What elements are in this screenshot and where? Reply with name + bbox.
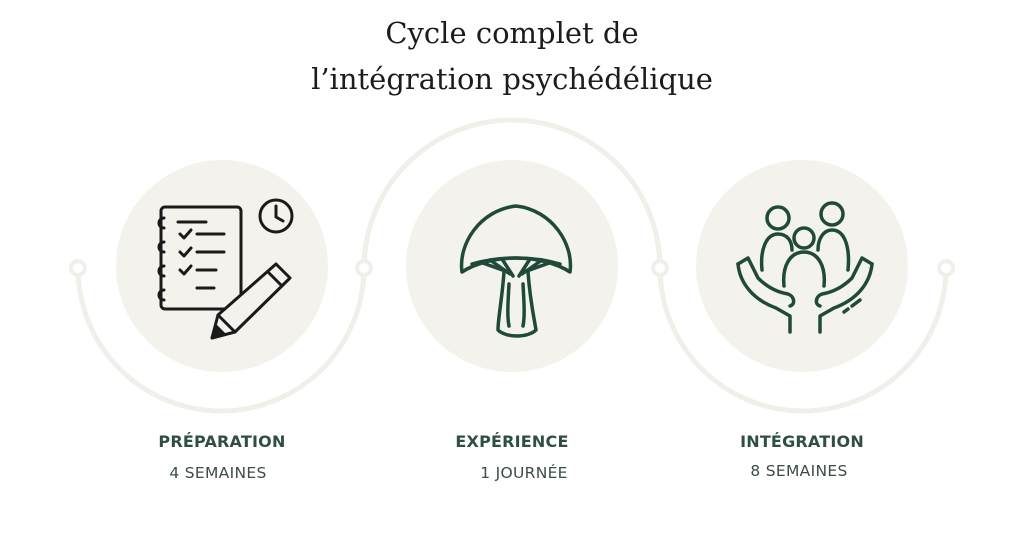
mushroom-icon <box>459 204 573 338</box>
step-integration-duration: 8 SEMAINES <box>750 462 848 480</box>
step-integration-disc <box>696 160 908 372</box>
step-preparation-disc <box>116 160 328 372</box>
step-integration-title: INTÉGRATION <box>740 432 864 451</box>
step-experience-disc <box>406 160 618 372</box>
step-integration: INTÉGRATION 8 SEMAINES <box>692 160 912 480</box>
step-experience-duration: 1 JOURNÉE <box>480 464 568 482</box>
step-preparation: PRÉPARATION 4 SEMAINES <box>112 160 332 482</box>
title-line-1: Cycle complet de <box>385 16 639 50</box>
step-preparation-title: PRÉPARATION <box>158 432 286 451</box>
page-title: Cycle complet de l’intégration psychédél… <box>0 10 1024 102</box>
checklist-pencil-clock-icon <box>157 198 294 340</box>
step-experience-title: EXPÉRIENCE <box>455 432 569 451</box>
step-preparation-duration: 4 SEMAINES <box>169 464 267 482</box>
title-line-2: l’intégration psychédélique <box>311 62 713 96</box>
hands-holding-people-icon <box>736 201 874 334</box>
step-experience: EXPÉRIENCE 1 JOURNÉE <box>402 160 622 482</box>
